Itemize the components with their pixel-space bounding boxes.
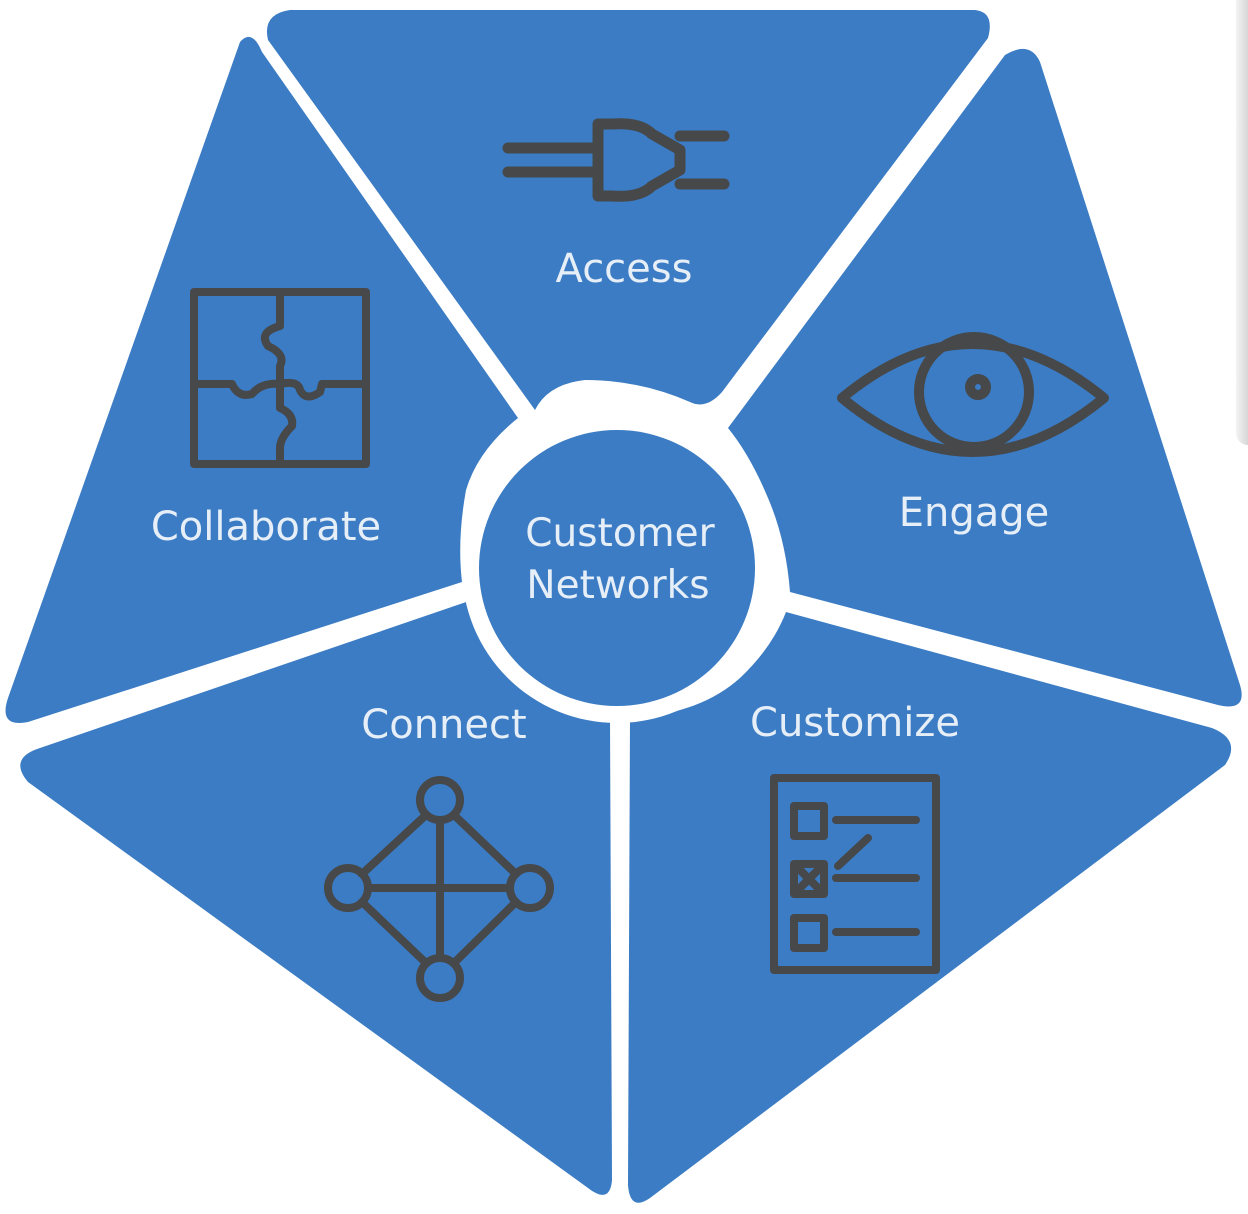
segment-access [266,10,990,410]
plug-icon [502,118,730,202]
puzzle-icon [190,288,370,468]
segment-collaborate [5,36,518,724]
segment-connect [20,600,613,1195]
center-label-line2: Networks [526,563,709,608]
checklist-icon [770,774,940,974]
label-engage: Engage [899,490,1050,536]
center-circle [479,430,755,706]
center-label-line1: Customer [525,511,715,556]
eye-icon [837,332,1109,457]
label-customize: Customize [750,700,960,746]
label-access: Access [556,246,693,292]
network-icon [324,776,554,1002]
segment-customize [628,612,1232,1203]
label-collaborate: Collaborate [151,504,381,550]
label-connect: Connect [361,702,526,748]
window-edge-shadow [1236,0,1248,445]
